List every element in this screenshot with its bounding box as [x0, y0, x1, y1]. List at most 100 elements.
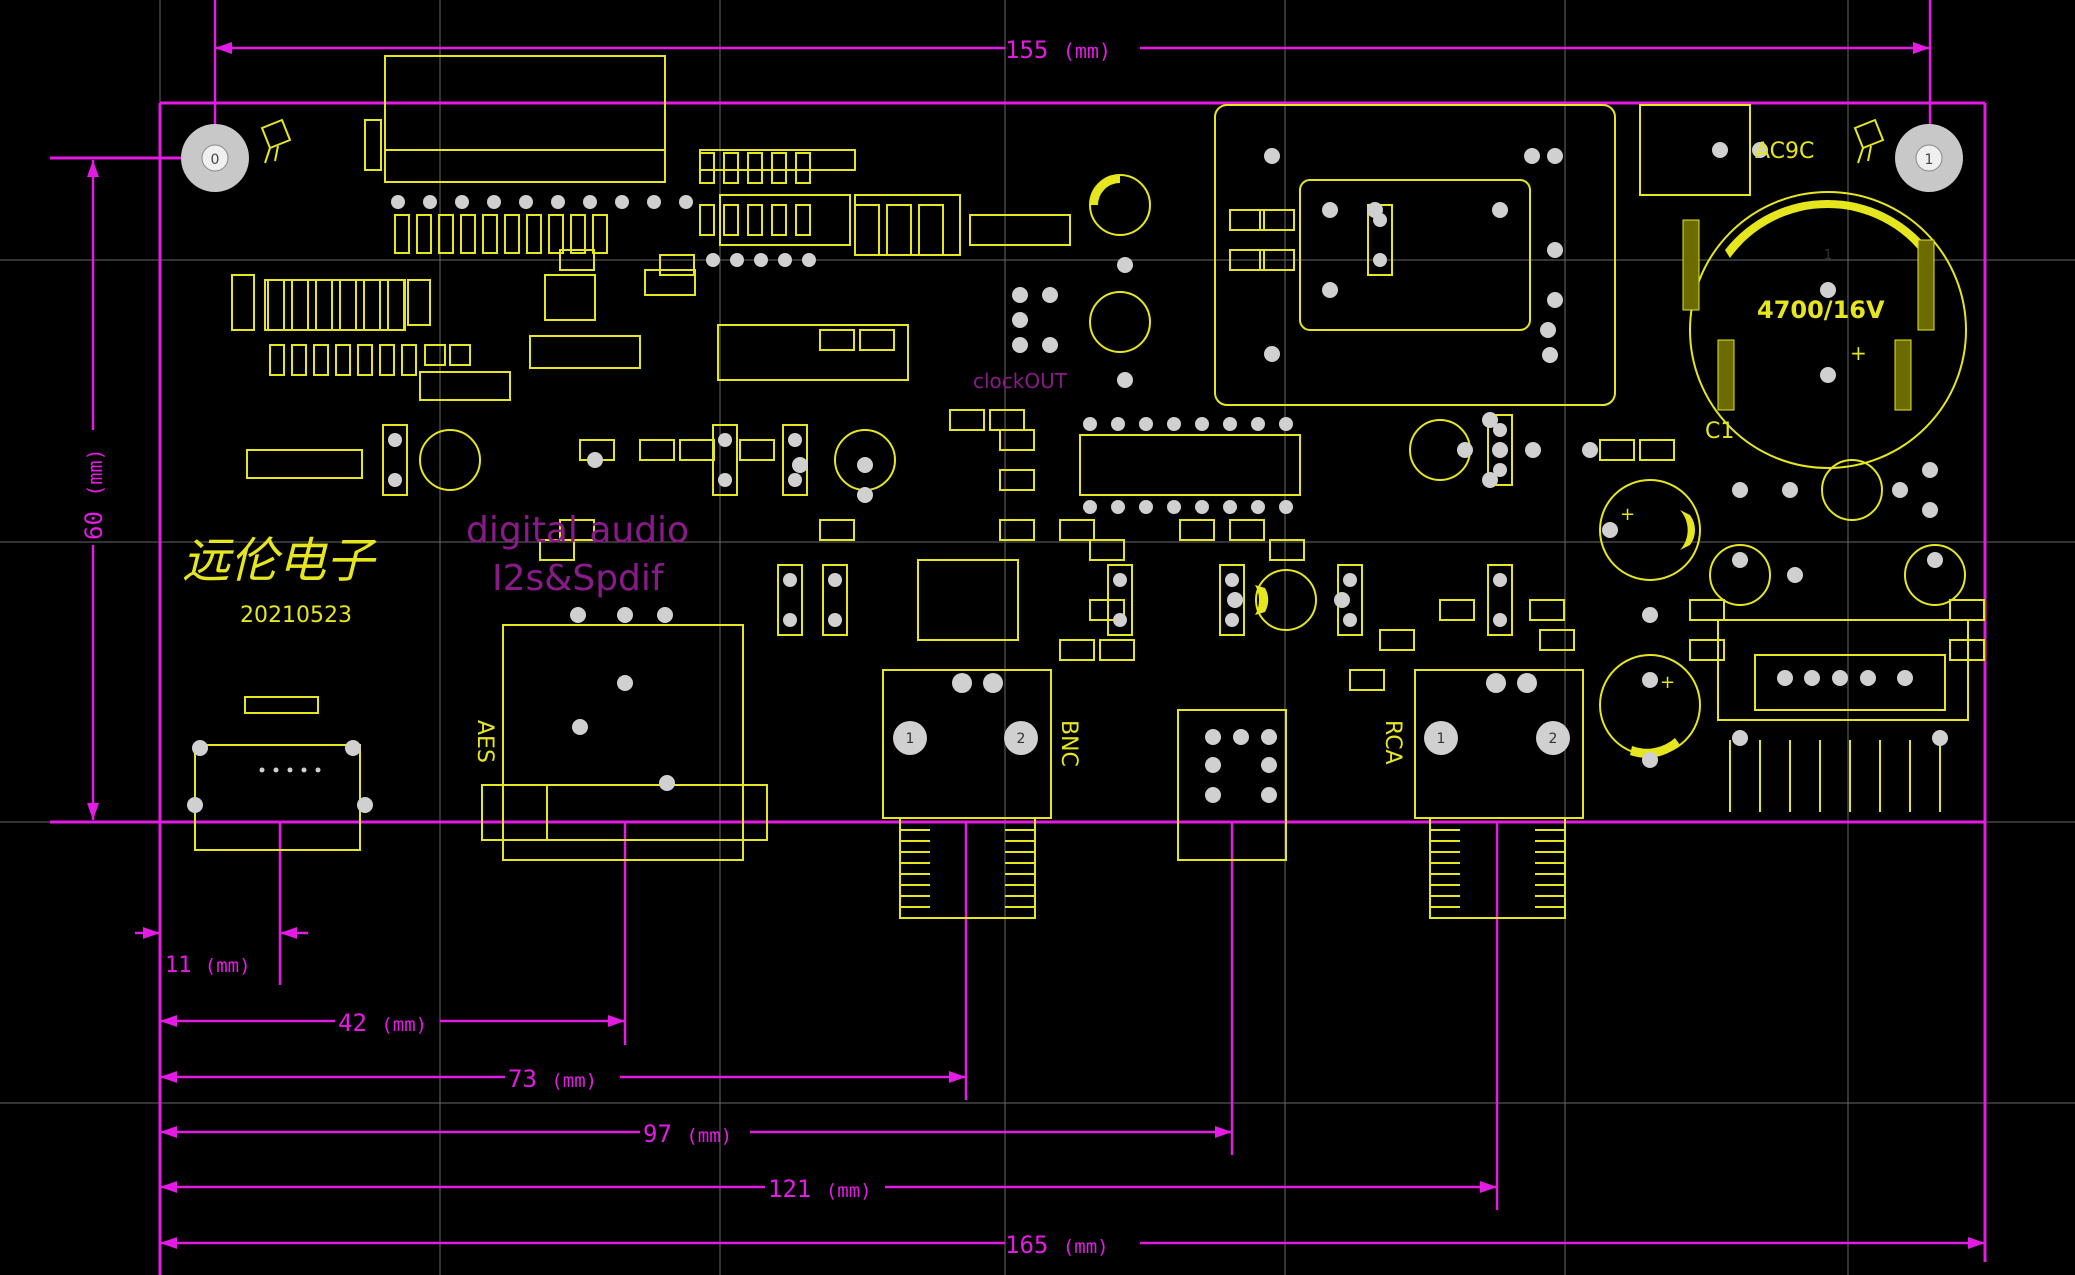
dimension-left-60: [87, 160, 99, 820]
smd-part: [267, 279, 285, 331]
capacitor-value-label: 4700/16V: [1757, 296, 1885, 324]
smd-part: [1689, 599, 1725, 621]
smd-part: [747, 204, 763, 236]
pad: [1547, 148, 1563, 164]
pad: [730, 253, 744, 267]
pad: [1205, 787, 1221, 803]
pad: [1322, 282, 1338, 298]
smd-part: [1229, 519, 1265, 541]
dim-121-value: 121 (mm): [768, 1175, 872, 1203]
smd-part: [1949, 639, 1985, 661]
pads: [187, 142, 1948, 813]
smd-part: [504, 214, 520, 254]
pad: [857, 457, 873, 473]
pad: [615, 195, 629, 209]
pad: [1042, 287, 1058, 303]
smd-part: [771, 204, 787, 236]
pad: [587, 452, 603, 468]
pad: [1264, 346, 1280, 362]
smd-part: [379, 344, 395, 376]
smd-part: [819, 329, 855, 351]
smd-part: [438, 214, 454, 254]
pad: [1547, 292, 1563, 308]
pad: [857, 487, 873, 503]
pad: [287, 767, 293, 773]
pad: [1547, 242, 1563, 258]
dim-top-value: 155 (mm): [1005, 36, 1111, 64]
pad: [1752, 142, 1768, 158]
smd-part: [1639, 439, 1675, 461]
smd-part: [795, 204, 811, 236]
bnc-pin1-label: 1: [906, 731, 915, 747]
pad: [1373, 213, 1387, 227]
smd-part: [559, 249, 595, 271]
pad: [1493, 463, 1507, 477]
product-line1-label: digital audio: [466, 510, 689, 551]
pad: [1261, 757, 1277, 773]
pad: [1897, 670, 1913, 686]
pad: [647, 195, 661, 209]
pad: [1117, 257, 1133, 273]
pad: [1279, 500, 1293, 514]
pad: [1892, 482, 1908, 498]
screw-icon: [1853, 118, 1885, 164]
pad: [828, 613, 842, 627]
pad: [455, 195, 469, 209]
smd-part: [416, 214, 432, 254]
smd-part: [387, 279, 405, 331]
pad: [1582, 442, 1598, 458]
smd-part: [592, 214, 608, 254]
smd-part: [699, 204, 715, 236]
pad: [1493, 573, 1507, 587]
pad: [1492, 202, 1508, 218]
pad: [1261, 787, 1277, 803]
pad: [1227, 592, 1243, 608]
pad: [1712, 142, 1728, 158]
rca-connector-label: RCA: [1380, 720, 1405, 765]
pad: [1457, 442, 1473, 458]
pad: [1932, 730, 1948, 746]
smd-part: [382, 424, 408, 496]
pad: [1343, 613, 1357, 627]
smd-part: [1269, 539, 1305, 561]
pad: [1225, 613, 1239, 627]
screw-icon: [260, 118, 292, 164]
pad: [788, 433, 802, 447]
board-outline: [50, 101, 1987, 1275]
smd-part: [723, 204, 739, 236]
pad: [1223, 417, 1237, 431]
smd-part: [548, 214, 564, 254]
clock-out-label: clockOUT: [973, 369, 1068, 393]
smd-part: [335, 344, 351, 376]
smd-part: [291, 279, 309, 331]
smd-part: [570, 214, 586, 254]
pad: [1223, 500, 1237, 514]
smd-part: [1259, 209, 1295, 231]
pad: [679, 195, 693, 209]
smd-part: [269, 344, 285, 376]
smd-part: [482, 214, 498, 254]
pad: [1602, 522, 1618, 538]
pad: [1251, 500, 1265, 514]
smd-part: [699, 152, 715, 184]
smd-part: [526, 214, 542, 254]
pad: [583, 195, 597, 209]
pad: [1732, 730, 1748, 746]
mounting-hole-left-label: 0: [211, 152, 220, 168]
pad: [357, 797, 373, 813]
smd-part: [394, 214, 410, 254]
polarity-plus-label: +: [1850, 341, 1867, 365]
pad: [1343, 573, 1357, 587]
pad: [345, 740, 361, 756]
pad: [718, 433, 732, 447]
pad: [1777, 670, 1793, 686]
dim-42-value: 42 (mm): [338, 1009, 427, 1037]
dim-97-value: 97 (mm): [643, 1120, 732, 1148]
pad: [1117, 372, 1133, 388]
brand-chinese-label: 远伦电子: [182, 533, 377, 589]
pad: [617, 607, 633, 623]
smd-part: [1059, 639, 1095, 661]
polarity-plus-label: +: [1660, 672, 1675, 693]
pad: [1482, 412, 1498, 428]
smd-part: [819, 519, 855, 541]
